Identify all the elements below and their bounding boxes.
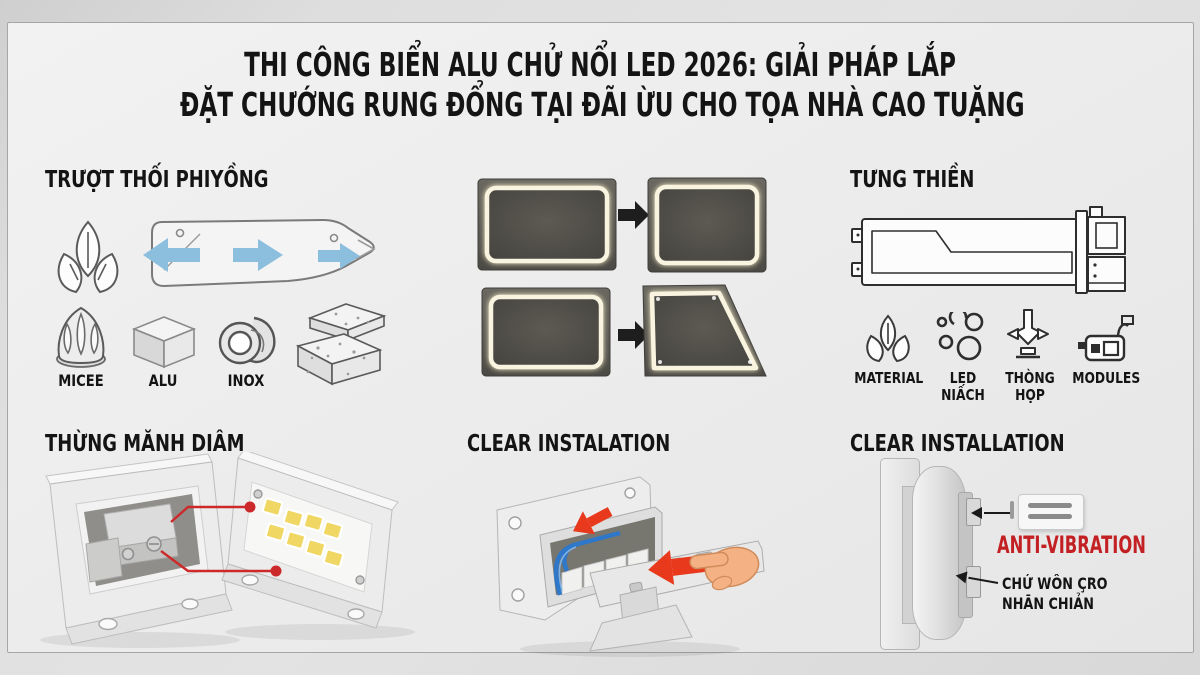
modules-icon	[1078, 315, 1134, 362]
red-callout-lines	[160, 505, 276, 573]
material-label-alu: ALU	[148, 371, 178, 390]
section-heading-sliding: TRƯỢT THỐI PHIYỒNG	[45, 167, 269, 193]
pad-tick	[1010, 501, 1014, 519]
led-panel-before-2	[481, 287, 611, 377]
section-heading-installation: CLEAR INSTALATION	[467, 431, 671, 457]
material-leaf-icon	[866, 314, 910, 363]
thong-hop-arrow-icon	[1007, 309, 1049, 359]
transform-arrow-icon-2	[618, 321, 649, 349]
alu-cube-icon	[132, 316, 196, 369]
extrusion-profile-drawing	[851, 206, 1126, 294]
installation-illustration	[496, 476, 765, 657]
vibration-pad-bottom	[966, 566, 981, 598]
feature-label-modules: MODULES	[1072, 369, 1141, 387]
fixture-note: CHỨ WÔN ÇRO NHĀN CHIẢN	[1002, 574, 1108, 613]
hand-icon	[689, 546, 760, 591]
sliding-profile-diagram	[143, 219, 376, 287]
material-label-micee: MICEE	[58, 371, 104, 390]
feature-label-led: LED NIẤCH	[941, 369, 985, 404]
led-panel-before-1	[477, 178, 617, 271]
panel-transform-diagram	[477, 177, 767, 377]
callout-arrow-top	[971, 507, 1014, 519]
fixture-body	[912, 466, 966, 640]
feature-label-material: MATERIAL	[854, 369, 924, 387]
anti-vibration-pad	[1018, 494, 1084, 530]
section-heading-structure: TƯNG THIỀN	[850, 167, 975, 193]
led-chips	[261, 497, 345, 568]
leaf-icon	[57, 220, 119, 294]
inox-coil-icon	[218, 316, 276, 365]
feature-label-thong-hop: THÒNG HỌP	[1005, 369, 1055, 404]
page-title-line2: ĐẶT CHƯỚNG RUNG ĐỔNG TẠI ĐÃI ỪU CHO TỌA …	[180, 85, 1025, 124]
led-bubbles-icon	[936, 312, 984, 361]
bracket-right-led-board	[221, 452, 399, 629]
section-heading-anti-vibration: CLEAR INSTALLATION	[850, 431, 1065, 457]
material-label-inox: INOX	[227, 371, 265, 390]
exploded-module-illustration	[40, 452, 415, 648]
bracket-left	[45, 453, 233, 645]
transform-arrow-icon	[618, 201, 649, 229]
led-panel-after-2-trapezoid	[642, 284, 767, 377]
alu-blocks-icon	[295, 303, 387, 386]
slide-arrows	[143, 238, 360, 272]
insert-arrow-small	[573, 507, 613, 535]
micee-cone-icon	[56, 306, 106, 368]
pedestal	[589, 586, 693, 652]
led-panel-after-1	[647, 177, 767, 273]
page-title-line1: THI CÔNG BIỂN ALU CHỬ NỔI LED 2026: GIẢI…	[244, 45, 956, 84]
anti-vibration-label: ANTI-VIBRATION	[997, 531, 1146, 559]
section-heading-module: THỪNG MĂNH DIÂM	[45, 431, 245, 457]
